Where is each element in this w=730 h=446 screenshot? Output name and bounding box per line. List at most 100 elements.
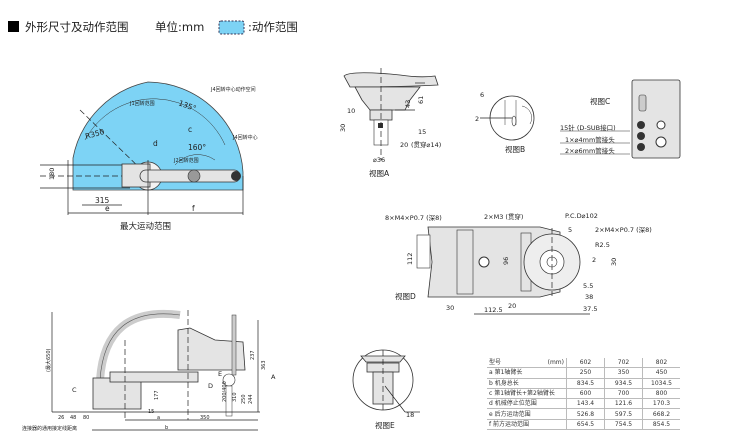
dim-350: 350 [200,415,210,421]
unit-label: 单位:mm [155,20,204,34]
dim-177: 177 [154,390,160,400]
label-j1-range: J1回转范围 [129,100,155,107]
dim-112: 112 [406,253,414,265]
header-col: 602 [566,358,605,369]
row-label: e 后方运动范围 [487,408,567,420]
label-tube-6mm: 2×⌀6mm管接头 [565,146,615,155]
cell: 654.5 [566,419,605,431]
caption-view-a: 视图A [369,168,390,178]
top-view: J4回转中心动作空间 J1回转范围 J2回转范围 J4回转中心 135° 160… [40,81,258,232]
dim-43: 43 [404,100,412,108]
cell: 754.5 [604,419,643,431]
label-dsub: 15针 (D-SUB接口) [560,123,616,132]
dim-315: 315 [95,196,110,205]
dim-20: 20 [400,141,408,149]
cell: 121.6 [604,398,643,410]
dim-30: 30 [446,304,454,312]
row-label: b 机身总长 [487,378,567,389]
dim-stroke: 200/400 [222,381,228,402]
cell: 250 [566,367,605,379]
cell: 700 [604,388,643,400]
cell: 834.5 [566,378,605,389]
dim-80: 80 [83,415,89,421]
label-tube-4mm: 1×⌀4mm管接头 [565,135,615,144]
cell: 143.4 [566,398,605,410]
dim-5-5: 5.5 [583,282,593,290]
cell: 854.5 [642,419,680,431]
dim-36: ⌀36 [373,156,385,164]
view-b: 6 2 视图B [475,91,535,154]
j4-center-marker [231,171,241,181]
row-label: a 第1轴臂长 [487,367,567,379]
header-col: 802 [642,358,680,369]
dim-363: 363 [261,360,267,370]
row-label: c 第1轴臂长+第2轴臂长 [487,388,567,400]
side-view: (最大650) 237 363 177 200/400 310 250 244 … [22,309,276,432]
dim-48: 48 [70,415,76,421]
row-label: f 前方运动范围 [487,419,567,431]
j1-range-arc [84,98,226,146]
table-header-row: 型号(mm) 602 702 802 [487,358,680,369]
title-square-icon [8,21,19,32]
dim-c: c [188,125,192,134]
dim-30-right: 30 [610,258,618,266]
cell: 800 [642,388,680,400]
cell: 600 [566,388,605,400]
note-through: (贯穿⌀14) [411,140,441,149]
dim-15: 15 [418,128,426,136]
dim-180: 180 [48,168,56,180]
label-j2-range: J2回转范围 [173,157,199,164]
dim-6: 6 [480,91,484,99]
dim-112-5: 112.5 [484,306,503,314]
j2-range-arc [174,154,216,166]
dim-2: 2 [592,256,596,264]
dim-5: 5 [568,226,572,234]
view-d: 8×M4×P0.7 (深8) 2×M3 (贯穿) P.C.D⌀102 5 2×M… [385,212,652,315]
cell: 934.5 [604,378,643,389]
cell: 597.5 [604,408,643,420]
connector-note: 连接器的通用接定线距离 [22,425,77,432]
caption-max-range: 最大运动范围 [120,221,171,232]
legend-label: :动作范围 [248,20,298,34]
caption-view-e: 视图E [375,420,395,430]
title: 外形尺寸及动作范围 [25,20,129,34]
header-model: 型号 [489,359,502,367]
dim-244: 244 [248,394,254,404]
label-m4-holes: 8×M4×P0.7 (深8) [385,213,442,222]
caption-view-c: 视图C [590,96,610,106]
dim-20: 20 [508,302,516,310]
dim-61: 61 [417,96,425,104]
dim-310: 310 [232,392,238,402]
label-j4-space: J4回转中心动作空间 [210,86,256,93]
view-e: 18 视图E [352,349,420,430]
dim-26: 26 [58,415,64,421]
label-pcd: P.C.D⌀102 [565,212,598,220]
view-marker-e: E [218,370,222,378]
cell: 526.8 [566,408,605,420]
dim-96: 96 [502,257,510,265]
dim-a: a [157,415,160,421]
cell: 668.2 [642,408,680,420]
label-j4-center: J4回转中心 [232,134,258,141]
dim-max-height: (最大650) [45,349,52,372]
dim-250: 250 [241,394,247,404]
dim-b: b [165,425,168,431]
view-a: 10 30 43 61 15 20 (贯穿⌀14) ⌀36 视图A [339,68,441,178]
dim-37-5: 37.5 [583,305,597,313]
header-col: 702 [604,358,643,369]
angle-j2: 160° [188,143,206,152]
label-m3-holes: 2×M3 (贯穿) [484,212,523,221]
cell: 450 [642,367,680,379]
row-label: d 机械停止位范围 [487,398,567,410]
view-marker-c: C [72,386,77,394]
view-marker-d: D [208,382,213,390]
dim-d: d [153,139,158,148]
dim-30: 30 [339,124,347,132]
dim-2: 2 [475,115,479,123]
